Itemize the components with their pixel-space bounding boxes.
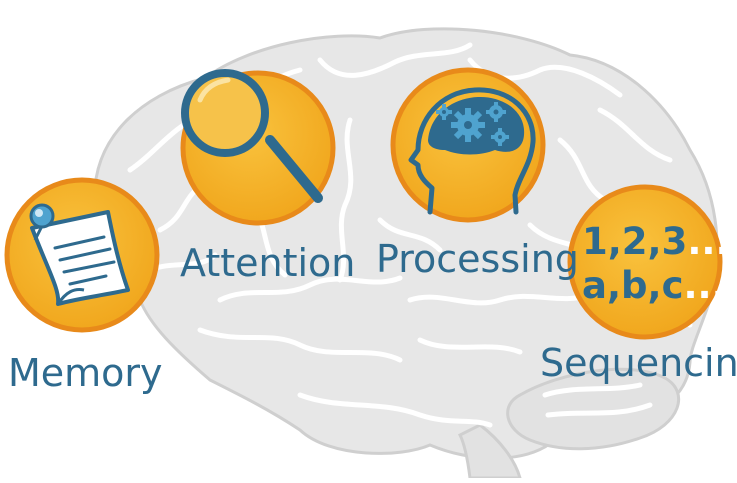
processing-circle — [390, 67, 546, 223]
svg-text:a,b,c...: a,b,c... — [582, 264, 726, 307]
sequencing-label: Sequencing — [540, 341, 737, 385]
memory-label: Memory — [8, 351, 163, 395]
sequence-line1-main: 1,2,3 — [582, 220, 687, 263]
attention-circle — [180, 69, 336, 226]
sticky-note-icon — [29, 203, 130, 306]
sequencing-circle: 1,2,3... a,b,c... — [567, 184, 730, 340]
sequence-line2-dots: ... — [684, 264, 726, 307]
head-gears-icon — [408, 87, 536, 215]
sequence-line2-main: a,b,c — [582, 264, 684, 307]
svg-text:1,2,3...: 1,2,3... — [582, 220, 730, 263]
processing-label: Processing — [376, 237, 579, 281]
magnifying-glass-icon — [181, 69, 323, 203]
sequence-line1-dots: ... — [687, 220, 729, 263]
memory-circle — [4, 177, 160, 333]
sequence-text-icon: 1,2,3... a,b,c... — [582, 220, 730, 307]
attention-label: Attention — [180, 241, 356, 285]
